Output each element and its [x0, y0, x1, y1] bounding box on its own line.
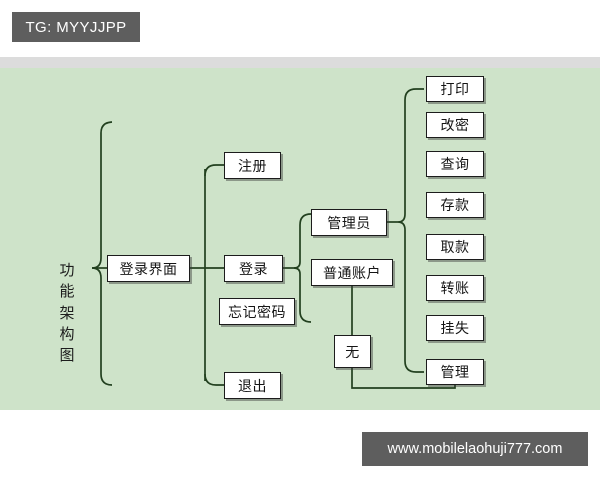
site-watermark: www.mobilelaohuji777.com	[362, 432, 588, 466]
node-transfer-label: 转账	[440, 281, 470, 297]
title-char-3: 构	[59, 324, 75, 343]
node-report-loss-label: 挂失	[440, 321, 470, 337]
node-login[interactable]: 登录	[224, 255, 283, 282]
node-administrator-label: 管理员	[327, 215, 371, 232]
top-divider-strip	[0, 57, 600, 68]
diagram-canvas: 功 能 架 构 图 登录界面 注册 登录 忘记密码 退出 管理员 普通账户	[0, 68, 600, 410]
node-manage[interactable]: 管理	[426, 359, 484, 385]
tg-badge: TG: MYYJJPP	[12, 12, 140, 42]
node-logout[interactable]: 退出	[224, 372, 281, 399]
diagram-vertical-title: 功 能 架 构 图	[55, 260, 79, 366]
node-query-label: 查询	[440, 157, 470, 173]
node-register[interactable]: 注册	[224, 152, 281, 179]
node-logout-label: 退出	[238, 378, 267, 395]
node-forgot-password[interactable]: 忘记密码	[219, 298, 295, 325]
node-withdraw[interactable]: 取款	[426, 234, 484, 260]
node-deposit[interactable]: 存款	[426, 192, 484, 218]
node-query[interactable]: 查询	[426, 151, 484, 177]
title-char-2: 架	[59, 303, 75, 322]
node-login-label: 登录	[239, 261, 268, 278]
node-change-password[interactable]: 改密	[426, 112, 484, 138]
node-deposit-label: 存款	[440, 198, 470, 214]
node-normal-account-label: 普通账户	[323, 265, 381, 282]
node-none-label: 无	[345, 344, 360, 361]
node-print[interactable]: 打印	[426, 76, 484, 102]
node-login-interface[interactable]: 登录界面	[107, 255, 190, 282]
node-report-loss[interactable]: 挂失	[426, 315, 484, 341]
node-login-interface-label: 登录界面	[119, 261, 178, 278]
node-print-label: 打印	[440, 82, 470, 98]
title-char-0: 功	[59, 261, 75, 279]
title-char-1: 能	[59, 282, 75, 301]
node-normal-account[interactable]: 普通账户	[311, 259, 393, 286]
tg-badge-label: TG: MYYJJPP	[25, 18, 127, 36]
node-register-label: 注册	[238, 158, 267, 175]
node-withdraw-label: 取款	[440, 240, 470, 256]
node-forgot-password-label: 忘记密码	[228, 304, 286, 321]
node-none[interactable]: 无	[334, 335, 371, 368]
title-char-4: 图	[59, 346, 75, 365]
node-manage-label: 管理	[440, 365, 470, 381]
node-administrator[interactable]: 管理员	[311, 209, 387, 236]
node-change-password-label: 改密	[440, 118, 470, 134]
node-transfer[interactable]: 转账	[426, 275, 484, 301]
site-watermark-label: www.mobilelaohuji777.com	[387, 441, 563, 457]
connector-lines	[91, 88, 456, 389]
